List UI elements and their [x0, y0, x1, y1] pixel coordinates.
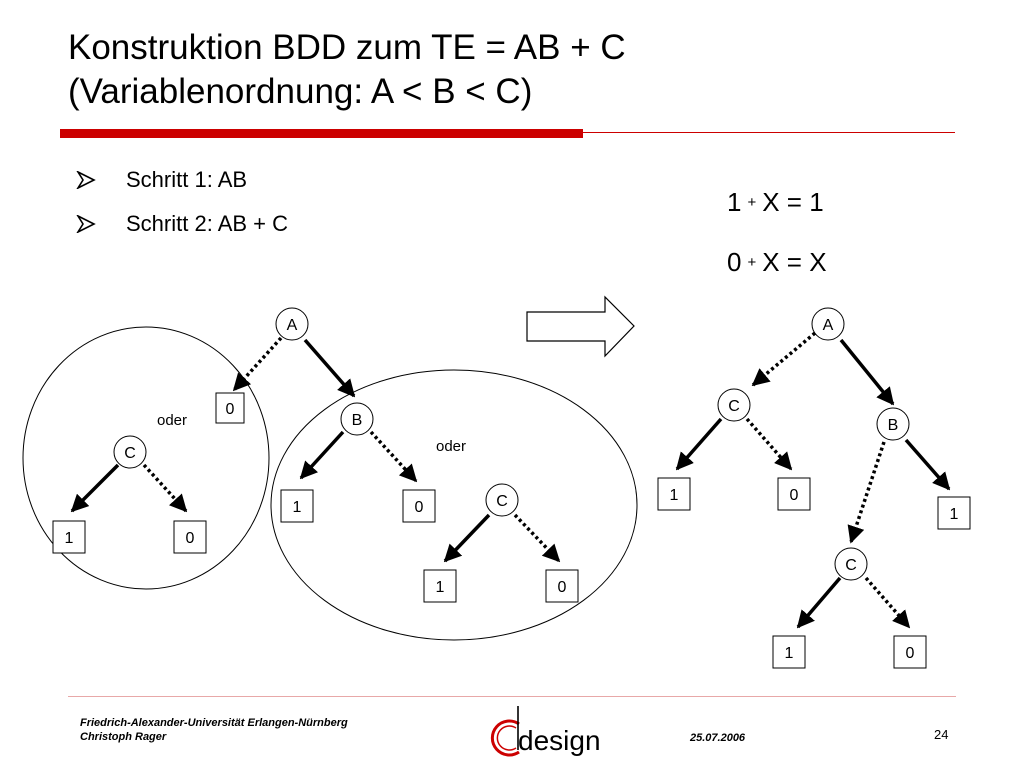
arrowhead-bullet-icon [76, 171, 96, 189]
step-item: Schritt 1: AB [76, 158, 288, 202]
left-edges [70, 336, 561, 563]
svg-text:A: A [287, 317, 298, 334]
rule-one-or-x: 1 + X = 1 [727, 186, 824, 217]
terminal-1 [280, 489, 314, 523]
logo-text: design [518, 725, 601, 756]
footer-date: 25.07.2006 [690, 732, 746, 744]
step-label: Schritt 1: AB [126, 167, 248, 192]
title-underline-bar [60, 129, 583, 138]
terminal-1 [772, 635, 806, 669]
svg-text:1: 1 [293, 499, 302, 516]
edge-solid [796, 576, 842, 629]
oder-label: oder [157, 412, 187, 429]
right-ellipse [270, 369, 638, 641]
edge-solid [904, 438, 951, 491]
svg-text:1: 1 [785, 645, 794, 662]
terminal-0 [545, 569, 579, 603]
edge-dashed [232, 336, 283, 392]
title-underline-rule [583, 132, 955, 133]
svg-text:0: 0 [906, 645, 915, 662]
edge-dashed [513, 513, 561, 563]
cdesign-logo: design [490, 706, 601, 757]
step-item: Schritt 2: AB + C [76, 202, 288, 246]
edge-solid [70, 463, 120, 513]
svg-text:C: C [496, 493, 508, 510]
edge-solid [299, 430, 345, 480]
svg-text:1: 1 [670, 487, 679, 504]
edge-dashed [745, 417, 793, 471]
right-edges [675, 331, 951, 629]
terminal-0 [173, 520, 207, 554]
terminal-1 [423, 569, 457, 603]
edge-dashed [751, 331, 817, 387]
footer-author: Christoph Rager [80, 731, 167, 743]
slide-title: Konstruktion BDD zum TE = AB + C (Variab… [68, 26, 626, 114]
footer-institution: Friedrich-Alexander-Universität Erlangen… [80, 717, 348, 729]
left-ellipse [22, 326, 270, 590]
title-line-1: Konstruktion BDD zum TE = AB + C [68, 28, 626, 67]
footer-divider [68, 696, 956, 697]
footer-credits: Friedrich-Alexander-Universität Erlangen… [80, 716, 348, 744]
edge-dashed [369, 430, 418, 483]
edge-dashed [864, 576, 911, 629]
svg-text:C: C [124, 445, 136, 462]
step-label: Schritt 2: AB + C [126, 211, 289, 236]
svg-text:0: 0 [558, 579, 567, 596]
svg-text:B: B [888, 417, 899, 434]
terminal-0 [893, 635, 927, 669]
svg-text:A: A [823, 317, 834, 334]
edge-dashed [847, 441, 886, 544]
svg-text:C: C [845, 557, 857, 574]
node-a [275, 307, 309, 341]
svg-text:1: 1 [436, 579, 445, 596]
terminal-0 [777, 477, 811, 511]
right-nodes: A C 1 0 B 1 C 1 0 [657, 307, 971, 669]
terminal-0 [402, 489, 436, 523]
left-nodes: A 0 B 1 0 C 1 0 C 1 0 oder oder [52, 307, 579, 603]
svg-text:C: C [728, 398, 740, 415]
title-line-2: (Variablenordnung: A < B < C) [68, 72, 533, 111]
simplification-rules: 1 + X = 1 0 + X = X [727, 172, 827, 292]
svg-text:0: 0 [226, 401, 235, 418]
svg-text:B: B [352, 412, 363, 429]
node-a [811, 307, 845, 341]
arrowhead-bullet-icon [76, 215, 96, 233]
edge-solid [303, 338, 356, 398]
oder-label: oder [436, 438, 466, 455]
edge-solid [839, 338, 895, 406]
node-c [834, 547, 868, 581]
edge-dashed [142, 463, 188, 513]
node-b [876, 407, 910, 441]
terminal-1 [52, 520, 86, 554]
node-c [113, 435, 147, 469]
edge-solid [443, 513, 491, 563]
bdd-diagram: A 0 B 1 0 C 1 0 C 1 0 oder oder [22, 295, 971, 669]
terminal-1 [657, 477, 691, 511]
svg-text:0: 0 [415, 499, 424, 516]
svg-text:1: 1 [950, 506, 959, 523]
page-number: 24 [934, 727, 949, 742]
rule-zero-or-x: 0 + X = X [727, 246, 827, 277]
node-c [485, 483, 519, 517]
svg-text:1: 1 [65, 530, 74, 547]
node-c [717, 388, 751, 422]
transform-arrow [526, 295, 635, 358]
svg-text:0: 0 [790, 487, 799, 504]
edge-solid [675, 417, 723, 471]
terminal-1 [937, 496, 971, 530]
step-list: Schritt 1: AB Schritt 2: AB + C [76, 158, 288, 246]
svg-text:0: 0 [186, 530, 195, 547]
terminal-0 [215, 392, 245, 424]
node-b [340, 402, 374, 436]
